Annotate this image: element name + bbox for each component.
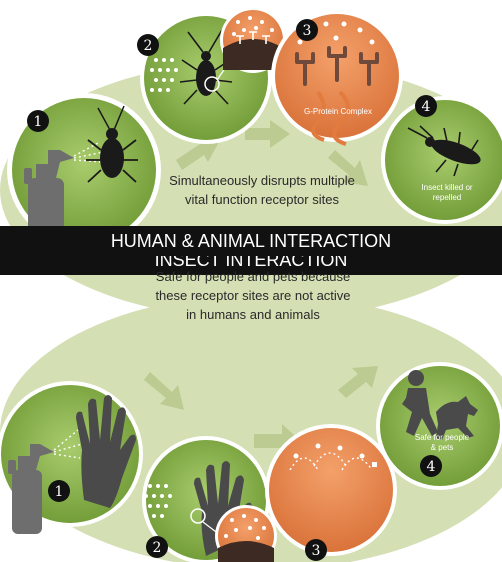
human-animal-interaction-banner: HUMAN & ANIMAL INTERACTION	[0, 226, 502, 256]
badge-number: 2	[140, 36, 156, 56]
badge-number: 4	[423, 457, 439, 477]
badge-number: 1	[30, 112, 46, 132]
badge-number: 1	[51, 482, 67, 502]
insect-caption: Simultaneously disrupts multiple vital f…	[164, 172, 360, 210]
g-protein-label: G-Protein Complex	[298, 106, 378, 118]
human-caption: Safe for people and pets because these r…	[150, 268, 356, 325]
badge-number: 4	[418, 97, 434, 117]
badge-number: 2	[149, 538, 165, 558]
badge-number: 3	[299, 21, 315, 41]
badge-number: 3	[308, 541, 324, 561]
safe-label: Safe for people & pets	[412, 433, 472, 454]
insect-killed-label: Insect killed or repelled	[418, 183, 476, 204]
